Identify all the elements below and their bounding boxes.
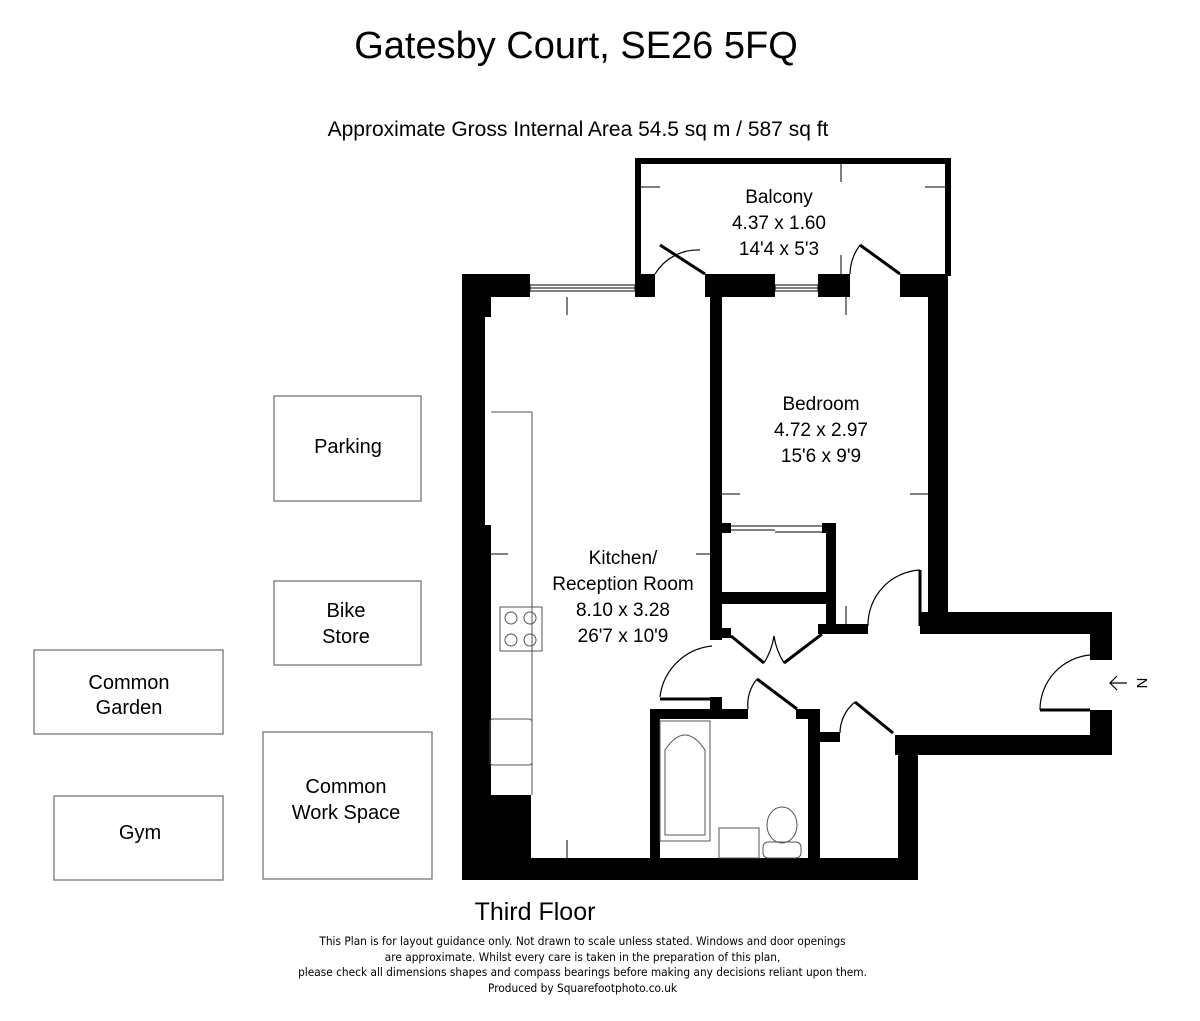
disclaimer: This Plan is for layout guidance only. N… (47, 934, 1119, 996)
balcony-imperial: 14'4 x 5'3 (739, 239, 819, 260)
balcony-metric: 4.37 x 1.60 (732, 213, 826, 234)
disclaimer-line: This Plan is for layout guidance only. N… (319, 934, 846, 948)
bike-label-2: Store (322, 626, 370, 648)
parking-box (273, 395, 422, 502)
bedroom-name: Bedroom (782, 394, 859, 415)
kitchen-name-2: Reception Room (552, 574, 694, 595)
garden-label-2: Garden (96, 697, 163, 719)
kitchen-sink-icon (489, 718, 533, 766)
floor-label: Third Floor (475, 898, 596, 926)
north-label: N (1133, 678, 1150, 689)
gym-box (53, 795, 224, 881)
bedroom-metric: 4.72 x 2.97 (774, 420, 868, 441)
north-arrow-icon (1109, 675, 1127, 691)
doors (654, 243, 1091, 735)
balcony-name: Balcony (745, 187, 813, 208)
bedroom-imperial: 15'6 x 9'9 (781, 446, 861, 467)
fixtures (489, 411, 802, 859)
kitchen-metric: 8.10 x 3.28 (576, 600, 670, 621)
walls (462, 158, 1112, 880)
basin-icon (718, 827, 760, 859)
kitchen-name-1: Kitchen/ (589, 548, 658, 569)
garden-label-1: Common (88, 672, 169, 694)
work-label-1: Common (305, 776, 386, 798)
windows (529, 284, 822, 533)
dimension-arrows (491, 164, 945, 858)
bike-label-1: Bike (327, 600, 366, 622)
work-label-2: Work Space (292, 802, 401, 824)
disclaimer-line: are approximate. Whilst every care is ta… (384, 949, 781, 964)
bike-store-box (273, 580, 422, 666)
plan-title: Gatesby Court, SE26 5FQ (354, 25, 798, 67)
producer-credit: Produced by Squarefootphoto.co.uk (488, 980, 678, 995)
gross-area: Approximate Gross Internal Area 54.5 sq … (328, 118, 829, 141)
kitchen-imperial: 26'7 x 10'9 (578, 626, 669, 647)
hob-icon (499, 606, 543, 652)
parking-label: Parking (314, 436, 382, 458)
common-garden-box (33, 649, 224, 735)
gym-label: Gym (119, 822, 161, 844)
common-work-space-box (262, 731, 433, 880)
bath-icon (659, 720, 711, 842)
toilet-icon (766, 806, 798, 844)
disclaimer-line: please check all dimensions shapes and c… (298, 965, 867, 979)
